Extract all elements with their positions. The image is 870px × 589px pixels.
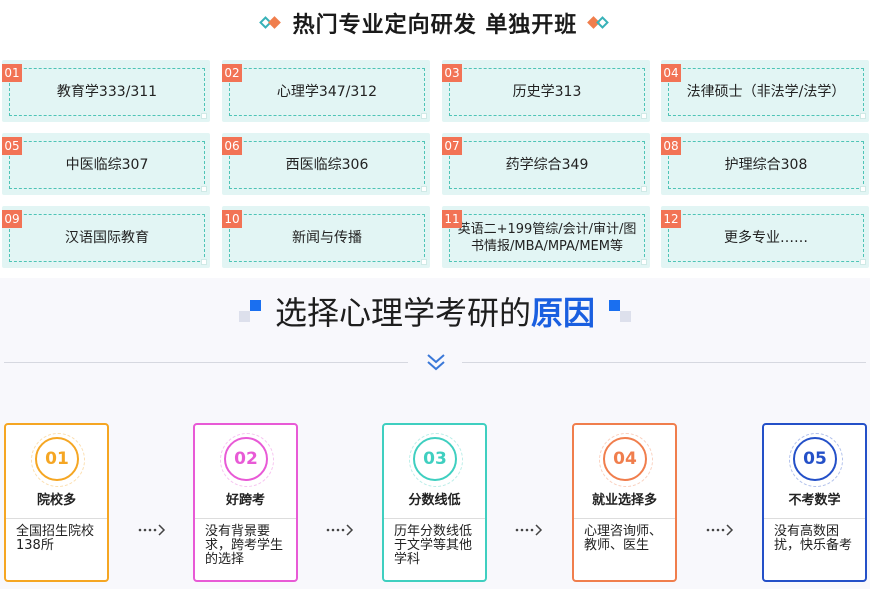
reason-label: 就业选择多 (591, 493, 657, 508)
major-name: 法律硕士（非法学/法学） (686, 84, 846, 100)
major-number-badge: 09 (2, 210, 22, 228)
major-card[interactable]: 12 更多专业…… (661, 206, 869, 268)
corner-decoration (641, 186, 647, 192)
section-heading: 选择心理学考研的原因 (275, 288, 595, 334)
major-number-badge: 10 (222, 210, 242, 228)
major-number-badge: 01 (2, 64, 22, 82)
square-decoration-icon (238, 300, 261, 322)
major-name: 西医临综306 (285, 157, 369, 173)
corner-decoration (421, 186, 427, 192)
major-name: 护理综合308 (724, 157, 808, 173)
page-title: 热门专业定向研发 单独开班 (292, 13, 578, 38)
major-card[interactable]: 03 历史学313 (442, 60, 650, 122)
major-number-badge: 05 (2, 137, 22, 155)
reason-label: 分数线低 (408, 493, 461, 508)
corner-decoration (860, 259, 866, 265)
reason-card-1: 01 院校多 全国招生院校138所 (4, 423, 109, 582)
major-card[interactable]: 11 英语二+199管综/会计/审计/图书情报/MBA/MPA/MEM等 (442, 206, 650, 268)
dotted-arrow-right-icon (326, 524, 354, 536)
reason-label: 院校多 (36, 493, 76, 508)
major-card[interactable]: 10 新闻与传播 (222, 206, 430, 268)
major-card[interactable]: 06 西医临综306 (222, 133, 430, 195)
reason-number-circle: 05 (789, 433, 843, 487)
reason-card-3: 03 分数线低 历年分数线低于文学等其他学科 (382, 423, 487, 582)
dotted-arrow-right-icon (138, 524, 166, 536)
reason-number-circle: 04 (599, 433, 653, 487)
major-card[interactable]: 08 护理综合308 (661, 133, 869, 195)
divider-line (462, 362, 866, 363)
major-card[interactable]: 04 法律硕士（非法学/法学） (661, 60, 869, 122)
major-card[interactable]: 09 汉语国际教育 (2, 206, 210, 268)
major-card[interactable]: 07 药学综合349 (442, 133, 650, 195)
reasons-section-title: 选择心理学考研的原因 (0, 286, 870, 336)
reason-description: 历年分数线低于文学等其他学科 (384, 518, 485, 580)
major-number-badge: 08 (661, 137, 681, 155)
major-number-badge: 04 (661, 64, 681, 82)
major-name: 历史学313 (512, 84, 582, 100)
section-heading-main: 选择心理学考研的 (274, 294, 531, 332)
header-title-bar: 热门专业定向研发 单独开班 (0, 6, 870, 40)
corner-decoration (860, 186, 866, 192)
reason-label: 好跨考 (225, 493, 265, 508)
major-name: 药学综合349 (505, 157, 589, 173)
major-number-badge: 12 (661, 210, 681, 228)
corner-decoration (641, 259, 647, 265)
corner-decoration (421, 113, 427, 119)
major-number-badge: 11 (442, 210, 462, 228)
reason-number-circle: 03 (409, 433, 463, 487)
corner-decoration (201, 259, 207, 265)
reason-description: 全国招生院校138所 (6, 518, 107, 580)
major-name: 更多专业…… (724, 230, 808, 246)
diamond-decoration-icon (587, 16, 611, 30)
reason-label: 不考数学 (788, 493, 841, 508)
dotted-arrow-right-icon (515, 524, 543, 536)
reason-description: 没有背景要求，跨考学生的选择 (195, 518, 296, 580)
major-card[interactable]: 02 心理学347/312 (222, 60, 430, 122)
reason-description: 心理咨询师、教师、医生 (574, 518, 675, 580)
major-name: 新闻与传播 (292, 230, 362, 246)
double-chevron-down-icon (427, 354, 445, 371)
dotted-arrow-right-icon (706, 524, 734, 536)
corner-decoration (201, 113, 207, 119)
reason-card-5: 05 不考数学 没有高数困扰，快乐备考 (762, 423, 867, 582)
corner-decoration (201, 186, 207, 192)
divider-line (4, 362, 408, 363)
major-name: 英语二+199管综/会计/审计/图书情报/MBA/MPA/MEM等 (457, 222, 637, 254)
reason-card-4: 04 就业选择多 心理咨询师、教师、医生 (572, 423, 677, 582)
reason-card-2: 02 好跨考 没有背景要求，跨考学生的选择 (193, 423, 298, 582)
major-name: 教育学333/311 (56, 84, 158, 100)
major-card[interactable]: 05 中医临综307 (2, 133, 210, 195)
major-name: 中医临综307 (65, 157, 149, 173)
major-card[interactable]: 01 教育学333/311 (2, 60, 210, 122)
reason-number-circle: 01 (31, 433, 85, 487)
major-name: 汉语国际教育 (65, 230, 149, 246)
major-number-badge: 06 (222, 137, 242, 155)
corner-decoration (641, 113, 647, 119)
section-heading-highlight: 原因 (531, 294, 596, 332)
major-number-badge: 07 (442, 137, 462, 155)
square-decoration-icon (609, 300, 632, 322)
diamond-decoration-icon (258, 16, 283, 30)
major-number-badge: 03 (442, 64, 462, 82)
reason-description: 没有高数困扰，快乐备考 (764, 518, 865, 580)
major-number-badge: 02 (222, 64, 242, 82)
majors-grid: 01 教育学333/311 02 心理学347/312 03 历史学313 04… (0, 58, 870, 274)
major-name: 心理学347/312 (276, 84, 378, 100)
corner-decoration (860, 113, 866, 119)
reason-number-circle: 02 (220, 433, 274, 487)
corner-decoration (421, 259, 427, 265)
